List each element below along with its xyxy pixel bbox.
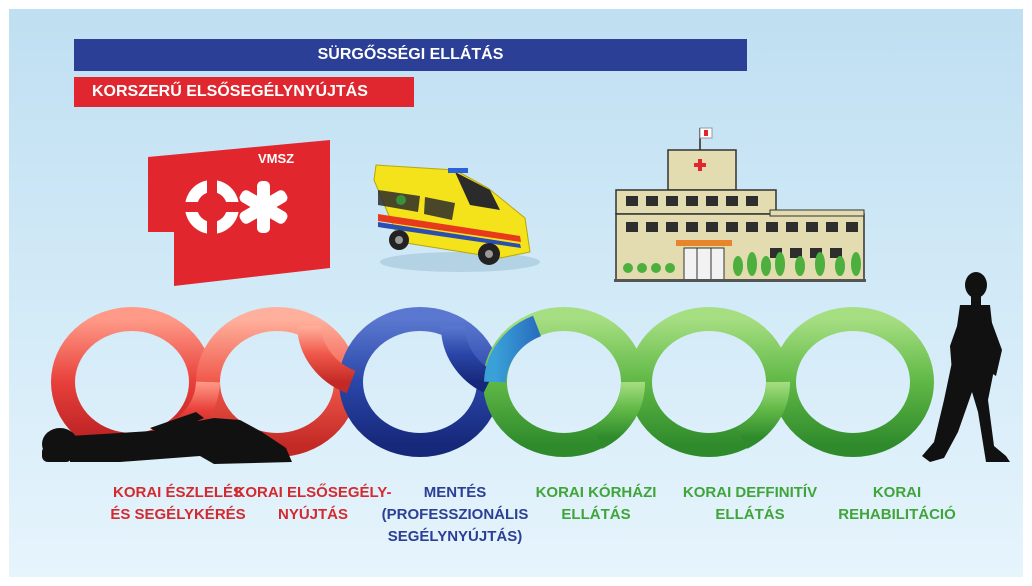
chain-ring-6 [772, 307, 934, 457]
label-link-3-line-2: (PROFESSZIONÁLIS [381, 506, 529, 523]
label-link-2-line-1: KORAI ELSŐSEGÉLY- [234, 484, 392, 501]
header-title-bar: SÜRGŐSSÉGI ELLÁTÁS [74, 39, 747, 71]
label-link-3: MENTÉS (PROFESSZIONÁLIS SEGÉLYNYÚJTÁS) [370, 482, 540, 548]
label-link-6-line-1: KORAI [872, 484, 922, 501]
label-link-1-line-2: ÉS SEGÉLYKÉRÉS [110, 506, 246, 523]
vmsz-logo-icon: VMSZ [148, 140, 330, 286]
walking-person-icon [922, 272, 1010, 462]
label-link-2: KORAI ELSŐSEGÉLY- NYÚJTÁS [228, 482, 398, 526]
label-link-6-line-2: REHABILITÁCIÓ [838, 506, 956, 523]
lying-person-icon [42, 412, 292, 464]
label-link-1-line-1: KORAI ÉSZLELÉS [112, 484, 243, 501]
label-link-1: KORAI ÉSZLELÉS ÉS SEGÉLYKÉRÉS [93, 482, 263, 526]
label-link-4-line-2: ELLÁTÁS [561, 506, 631, 523]
header-subtitle-bar: KORSZERŰ ELSŐSEGÉLYNYÚJTÁS [74, 77, 414, 107]
label-link-4-line-1: KORAI KÓRHÁZI [535, 484, 657, 501]
label-link-6: KORAI REHABILITÁCIÓ [812, 482, 982, 526]
svg-text:VMSZ: VMSZ [258, 151, 294, 166]
label-link-2-line-2: NYÚJTÁS [277, 506, 348, 523]
label-link-3-line-3: SEGÉLYNYÚJTÁS) [387, 528, 523, 545]
label-link-4: KORAI KÓRHÁZI ELLÁTÁS [511, 482, 681, 526]
label-link-5: KORAI DEFFINITÍV ELLÁTÁS [665, 482, 835, 526]
hospital-icon [614, 127, 866, 282]
label-link-3-line-1: MENTÉS [423, 484, 487, 501]
ambulance-icon [373, 164, 540, 272]
hospital-windows [626, 196, 858, 258]
label-link-5-line-2: ELLÁTÁS [715, 506, 785, 523]
label-link-5-line-1: KORAI DEFFINITÍV [682, 484, 818, 501]
